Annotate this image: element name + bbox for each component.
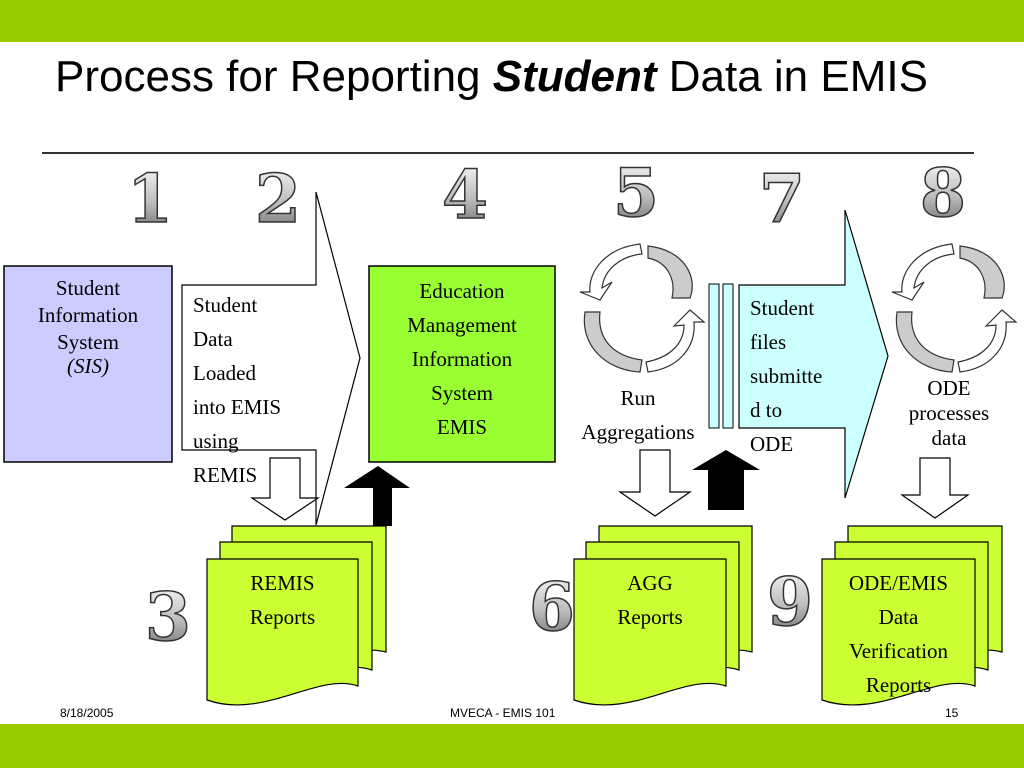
step-4-number: 4 (442, 156, 488, 234)
ode-reports-line-3: Verification (848, 639, 949, 663)
agg-reports-stack (573, 525, 753, 706)
submit-bar-left (708, 283, 720, 429)
emis-line-2: Management (407, 313, 517, 337)
step-5-number: 5 (613, 154, 659, 232)
sis-label: Student Information System (SIS) (4, 275, 172, 378)
emis-line-1: Education (419, 279, 505, 303)
top-accent-bar (0, 0, 1024, 42)
down-arrow-remis (250, 457, 320, 521)
emis-line-5: EMIS (436, 415, 488, 439)
ode-line-3: data (931, 426, 967, 450)
bottom-accent-bar (0, 724, 1024, 768)
load-label: Student Data Loaded into EMIS using REMI… (193, 288, 323, 492)
ode-reports-line-1: ODE/EMIS (848, 571, 949, 595)
footer-center: MVECA - EMIS 101 (450, 706, 556, 720)
aggregations-line-1: Run (620, 386, 656, 410)
aggregation-cycle-icon (579, 243, 706, 373)
ode-reports-stack (821, 525, 1003, 706)
step-7-number: 7 (759, 160, 805, 238)
remis-reports-label: REMIS Reports (207, 566, 358, 634)
emis-label: Education Management Information System … (369, 274, 555, 444)
submit-bar-right (722, 283, 734, 429)
emis-box (368, 265, 556, 463)
footer-page-number: 15 (945, 706, 959, 720)
ode-label: ODE processes data (888, 376, 1010, 451)
load-line-2: Data (193, 327, 233, 351)
down-arrow-ode (900, 457, 970, 519)
aggregations-line-2: Aggregations (581, 420, 695, 444)
step-1-number: 1 (127, 160, 173, 238)
submit-label: Student files submitte d to ODE (750, 291, 860, 461)
submit-line-2: files (750, 330, 787, 354)
step-9-number: 9 (767, 563, 813, 641)
load-line-3: Loaded (193, 361, 256, 385)
sis-box (3, 265, 173, 463)
sis-abbr: (SIS) (67, 354, 109, 378)
remis-reports-line-2: Reports (249, 605, 316, 629)
up-arrow-emis (344, 466, 410, 526)
ode-reports-line-4: Reports (865, 673, 932, 697)
down-arrow-agg (618, 449, 692, 517)
emis-line-3: Information (411, 347, 513, 371)
ode-line-1: ODE (927, 376, 971, 400)
ode-reports-label: ODE/EMIS Data Verification Reports (822, 566, 975, 702)
submit-line-4: d to (750, 398, 783, 422)
title-rule (42, 152, 974, 154)
ode-cycle-icon (891, 243, 1018, 373)
footer-date: 8/18/2005 (60, 706, 114, 720)
ode-reports-line-2: Data (878, 605, 919, 629)
sis-line-3: System (57, 330, 119, 354)
load-line-6: REMIS (193, 463, 258, 487)
step-8-number: 8 (920, 154, 966, 232)
load-line-5: using (193, 429, 239, 453)
up-arrow-agg (692, 450, 760, 510)
submit-line-5: ODE (750, 432, 794, 456)
emis-line-4: System (431, 381, 493, 405)
aggregations-label: Run Aggregations (556, 381, 720, 449)
step-2-number: 2 (255, 160, 301, 238)
step-3-number: 3 (145, 578, 191, 656)
agg-reports-label: AGG Reports (574, 566, 726, 634)
slide-title: Process for Reporting Student Data in EM… (55, 52, 928, 101)
agg-reports-line-2: Reports (617, 605, 683, 629)
agg-reports-line-1: AGG (627, 571, 673, 595)
load-line-1: Student (193, 293, 258, 317)
load-arrow-shape (181, 191, 361, 526)
ode-line-2: processes (908, 401, 990, 425)
sis-line-2: Information (37, 303, 139, 327)
remis-reports-stack (206, 525, 387, 706)
sis-line-1: Student (55, 276, 121, 300)
step-6-number: 6 (529, 568, 575, 646)
load-line-4: into EMIS (193, 395, 282, 419)
remis-reports-line-1: REMIS (250, 571, 315, 595)
submit-line-3: submitte (750, 364, 823, 388)
ode-submit-arrow-shape (738, 209, 889, 499)
submit-line-1: Student (750, 296, 815, 320)
